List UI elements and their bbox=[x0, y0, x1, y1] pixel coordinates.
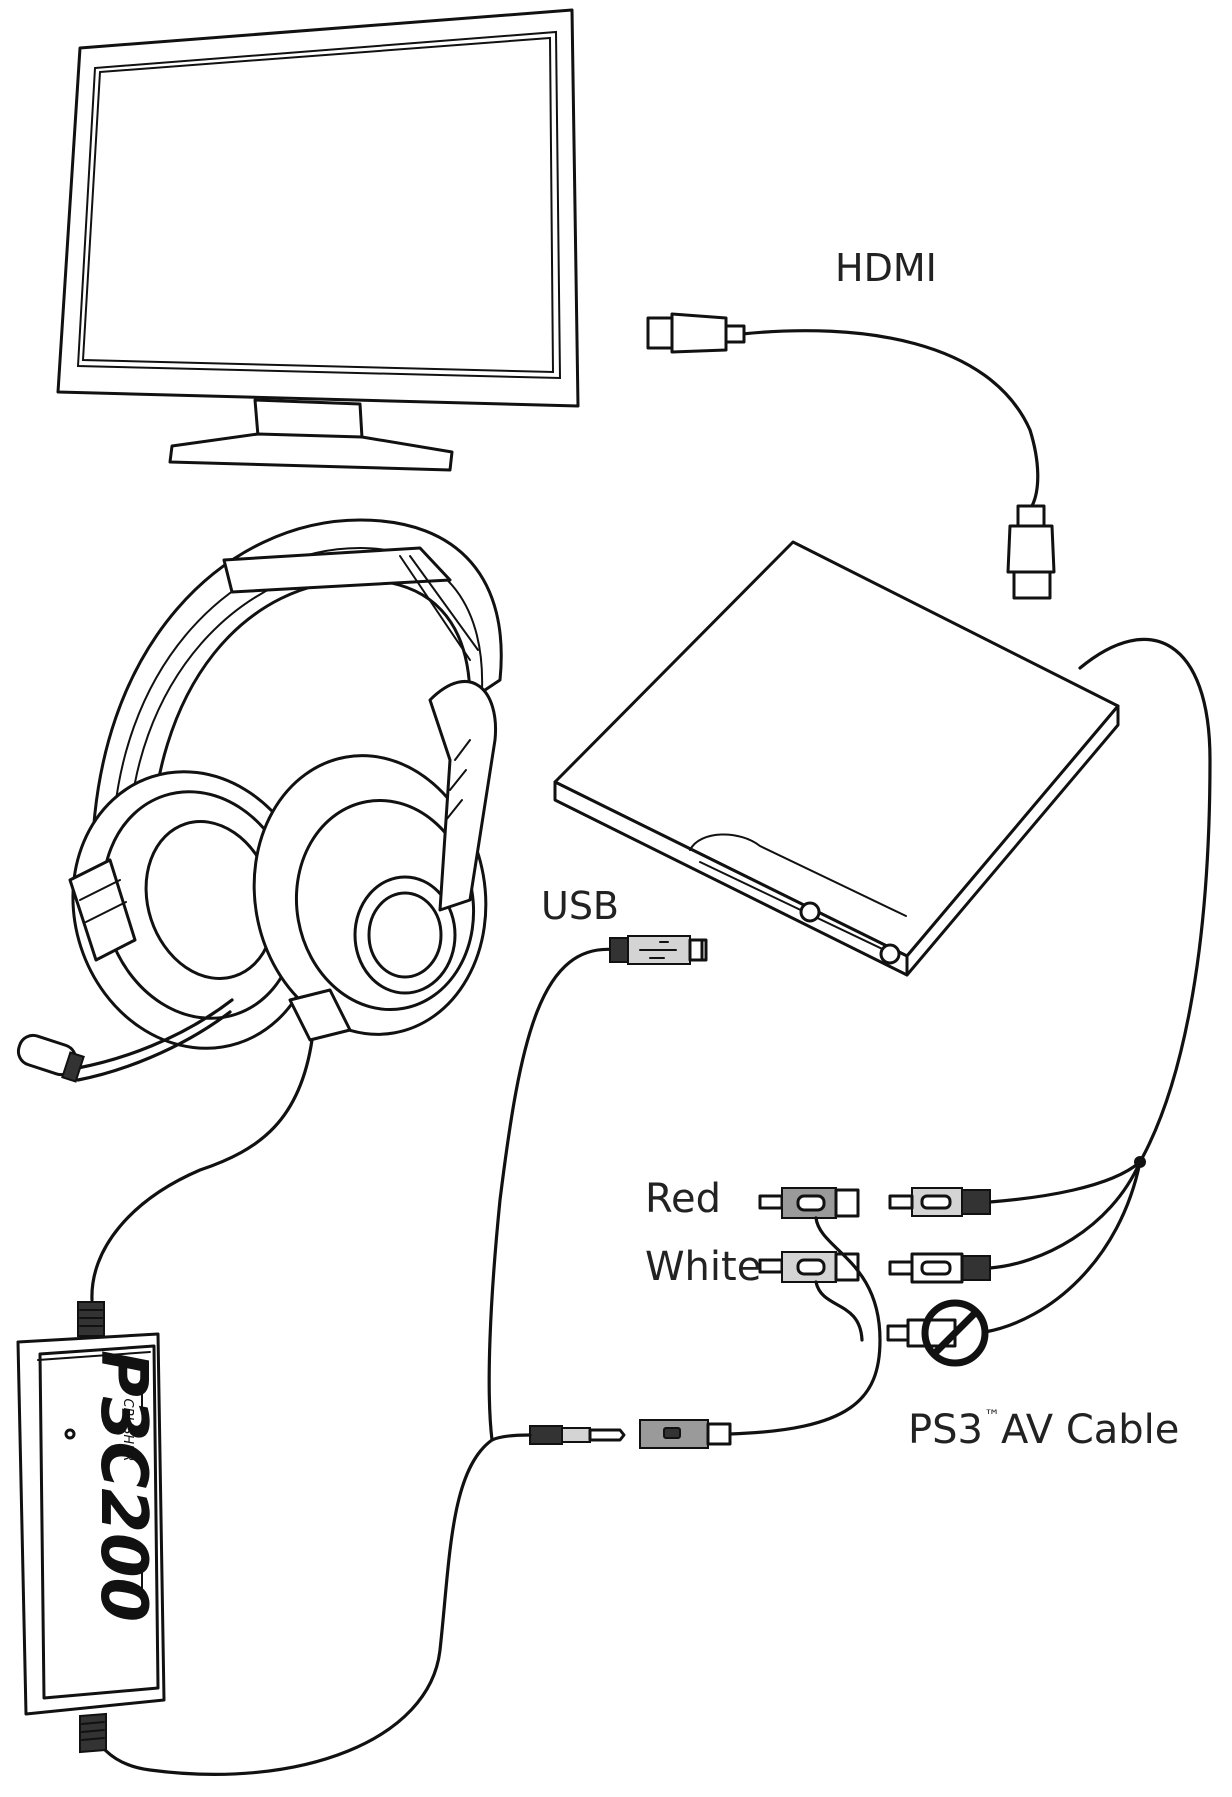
headset bbox=[16, 518, 503, 1302]
rca-red-plug bbox=[758, 1187, 860, 1219]
av-plug-unused bbox=[886, 1299, 989, 1367]
hdmi-cable bbox=[646, 312, 1056, 600]
usb-plug bbox=[609, 935, 708, 965]
amplifier-brand-sub: CRUSHER bbox=[120, 1398, 135, 1462]
hdmi-plug-tv bbox=[646, 312, 746, 354]
ps3-console bbox=[553, 540, 1120, 977]
av-plug-white-connector bbox=[888, 1252, 991, 1284]
usb-label: USB bbox=[541, 884, 620, 928]
av-plug-red-connector bbox=[888, 1187, 991, 1217]
monitor bbox=[56, 8, 580, 472]
amplifier-box bbox=[16, 1301, 166, 1754]
microphone-tip bbox=[16, 1033, 85, 1083]
trademark-symbol: ™ bbox=[983, 1406, 1000, 1425]
ps3-av-cable bbox=[886, 637, 1212, 1367]
av-cable-name: PS3 bbox=[908, 1407, 983, 1453]
hdmi-label: HDMI bbox=[835, 246, 937, 290]
hdmi-plug-console bbox=[1006, 504, 1056, 600]
usb-cable bbox=[90, 935, 708, 1776]
rca-white-plug bbox=[758, 1251, 860, 1283]
red-label: Red bbox=[645, 1176, 721, 1222]
av-cable-suffix: AV Cable bbox=[1000, 1407, 1180, 1453]
rca-adapter bbox=[639, 1187, 882, 1449]
audio-jack-male bbox=[529, 1425, 626, 1445]
av-cable-label: PS3™AV Cable bbox=[908, 1406, 1179, 1453]
audio-jack-female bbox=[639, 1419, 732, 1449]
white-label: White bbox=[645, 1244, 762, 1290]
